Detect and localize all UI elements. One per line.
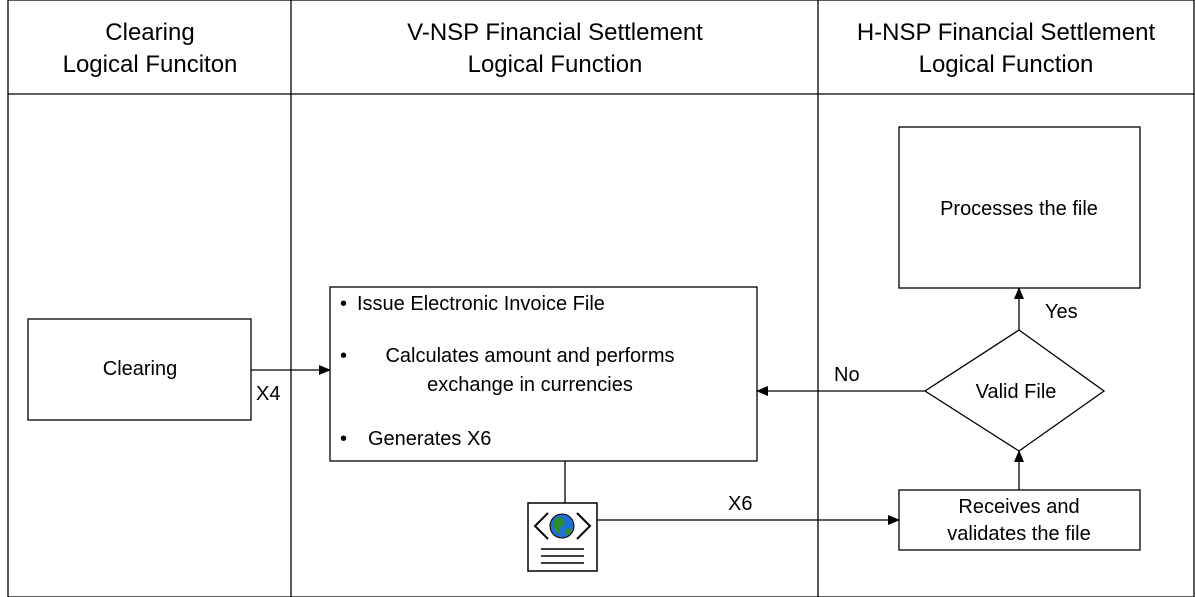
edge-label-x4: X4 bbox=[256, 383, 280, 405]
lane-header-clearing: Clearing Logical Funciton bbox=[63, 19, 238, 78]
node-valid-file[interactable]: Valid File bbox=[923, 329, 1106, 452]
edge-label-yes: Yes bbox=[1045, 301, 1078, 323]
node-clearing[interactable]: Clearing bbox=[27, 318, 252, 421]
invoice-bullet-2-line2: exchange in currencies bbox=[427, 374, 633, 396]
receives-label-line2: validates the file bbox=[947, 523, 1090, 545]
lane-title-line1: H-NSP Financial Settlement bbox=[857, 19, 1156, 46]
lane-header-vnsp: V-NSP Financial Settlement Logical Funct… bbox=[407, 19, 703, 78]
edge-label-x6: X6 bbox=[728, 493, 752, 515]
invoice-bullet-1: Issue Electronic Invoice File bbox=[357, 293, 605, 315]
receives-label-line1: Receives and bbox=[958, 496, 1079, 518]
edge-yes: Yes bbox=[1014, 287, 1078, 330]
lane-header-hnsp: H-NSP Financial Settlement Logical Funct… bbox=[857, 19, 1156, 78]
invoice-bullet-2-line1: Calculates amount and performs bbox=[385, 345, 674, 367]
invoice-bullet-3: Generates X6 bbox=[368, 428, 491, 450]
frame-border bbox=[7, 0, 1195, 597]
clearing-box[interactable] bbox=[27, 318, 252, 421]
processes-box[interactable] bbox=[898, 126, 1141, 289]
xml-globe-document-icon bbox=[527, 502, 598, 572]
processes-label: Processes the file bbox=[940, 198, 1098, 220]
invoice-box[interactable] bbox=[329, 286, 758, 462]
edge-x6: X6 bbox=[597, 493, 900, 525]
lane-title-line2: Logical Funciton bbox=[63, 51, 238, 78]
node-receives[interactable]: Receives and validates the file bbox=[898, 489, 1141, 551]
edge-label-no: No bbox=[834, 364, 860, 386]
valid-file-label: Valid File bbox=[976, 381, 1057, 403]
bullet-dot: • bbox=[340, 428, 347, 450]
edge-x4: X4 bbox=[251, 365, 331, 405]
lane-title-line1: Clearing bbox=[105, 19, 194, 46]
lane-title-line2: Logical Function bbox=[468, 51, 643, 78]
lane-title-line1: V-NSP Financial Settlement bbox=[407, 19, 703, 46]
lane-title-line2: Logical Function bbox=[919, 51, 1094, 78]
receives-box[interactable] bbox=[898, 489, 1141, 551]
bullet-dot: • bbox=[340, 293, 347, 315]
bullet-dot: • bbox=[340, 345, 347, 367]
node-invoice[interactable]: • Issue Electronic Invoice File • Calcul… bbox=[329, 286, 758, 462]
edge-no: No bbox=[756, 364, 925, 396]
swimlane-frame bbox=[7, 0, 1195, 597]
clearing-label: Clearing bbox=[103, 358, 177, 380]
node-processes[interactable]: Processes the file bbox=[898, 126, 1141, 289]
valid-file-diamond[interactable] bbox=[923, 329, 1106, 452]
